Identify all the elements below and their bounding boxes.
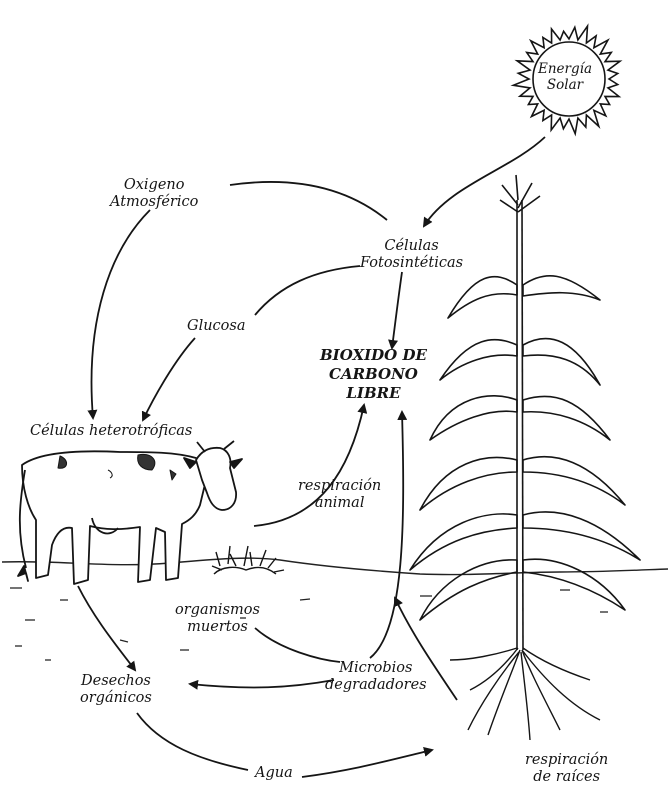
arrow-dead-to-microbes [255, 628, 340, 662]
arrow-sun-to-photocells [424, 137, 545, 226]
dead-organisms-icon [212, 546, 284, 574]
arrow-microbes-to-co2 [370, 412, 403, 658]
arrow-water-to-plant [302, 750, 432, 777]
label-glucose: Glucosa [187, 318, 246, 335]
arrow-oxygen-to-hetero [92, 210, 150, 418]
label-water: Agua [255, 765, 293, 782]
arrow-microbes-to-waste [190, 680, 334, 687]
arrow-waste-to-water [137, 713, 248, 770]
arrow-photocells-to-glucose [255, 266, 360, 315]
arrow-glucose-to-hetero [143, 338, 195, 420]
arrow-photocells-to-oxygen [230, 182, 387, 220]
label-heterotrophic-cells: Células heterotróficas [30, 423, 192, 440]
ground-line [2, 558, 668, 660]
arrow-cow-to-waste [78, 586, 135, 670]
arrow-photocells-to-co2 [392, 272, 402, 348]
